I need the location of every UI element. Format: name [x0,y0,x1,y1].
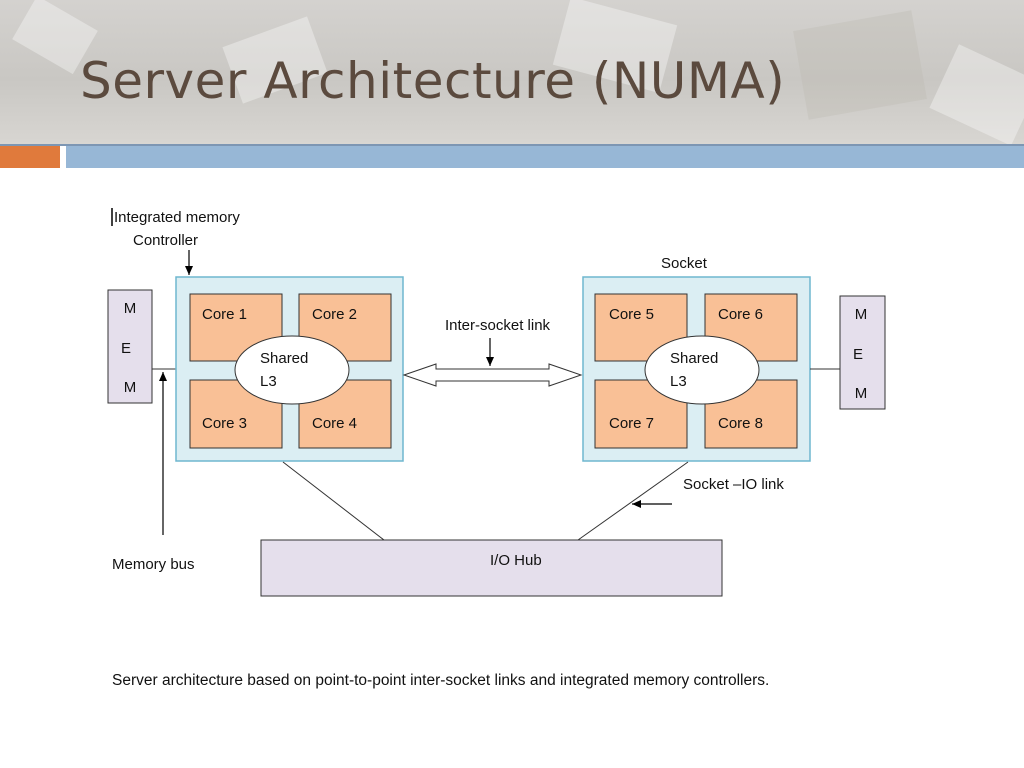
inter-socket-link-arrow [402,363,583,387]
accent-bar-blue [66,146,1024,168]
io-link-left [282,461,385,541]
io-hub-label: I/O Hub [490,552,542,569]
imc-label-line1: Integrated memory [114,209,240,226]
slide-title: Server Architecture (NUMA) [80,52,786,110]
memory-right-letter: M [855,385,868,402]
socket-io-link-label: Socket –IO link [683,476,784,493]
memory-left [107,289,153,404]
figure-caption: Server architecture based on point-to-po… [112,672,770,689]
shared-l3-cache-left [234,335,350,405]
cache-label-line2: L3 [670,373,687,390]
memory-right-letter: M [855,306,868,323]
io-hub [260,539,723,597]
memory-left-letter: M [124,300,137,317]
core-label: Core 8 [718,415,763,432]
socket-label: Socket [661,255,708,272]
core-label: Core 6 [718,306,763,323]
header-banner: Server Architecture (NUMA) [0,0,1024,145]
imc-label-line2: Controller [133,232,198,249]
io-link-right [577,461,689,541]
shared-l3-cache-right [644,335,760,405]
memory-right [839,295,886,410]
cache-label-line1: Shared [670,350,718,367]
cache-label-line2: L3 [260,373,277,390]
core-label: Core 1 [202,306,247,323]
core-label: Core 4 [312,415,357,432]
accent-bar-orange [0,146,60,168]
cache-label-line1: Shared [260,350,308,367]
header-divider [0,144,1024,146]
core-label: Core 5 [609,306,654,323]
core-label: Core 3 [202,415,247,432]
memory-right-letter: E [853,346,863,363]
memory-left-letter: E [121,340,131,357]
memory-left-letter: M [124,379,137,396]
core-label: Core 7 [609,415,654,432]
core-label: Core 2 [312,306,357,323]
memory-bus-label: Memory bus [112,556,195,573]
inter-socket-link-label: Inter-socket link [445,317,551,334]
